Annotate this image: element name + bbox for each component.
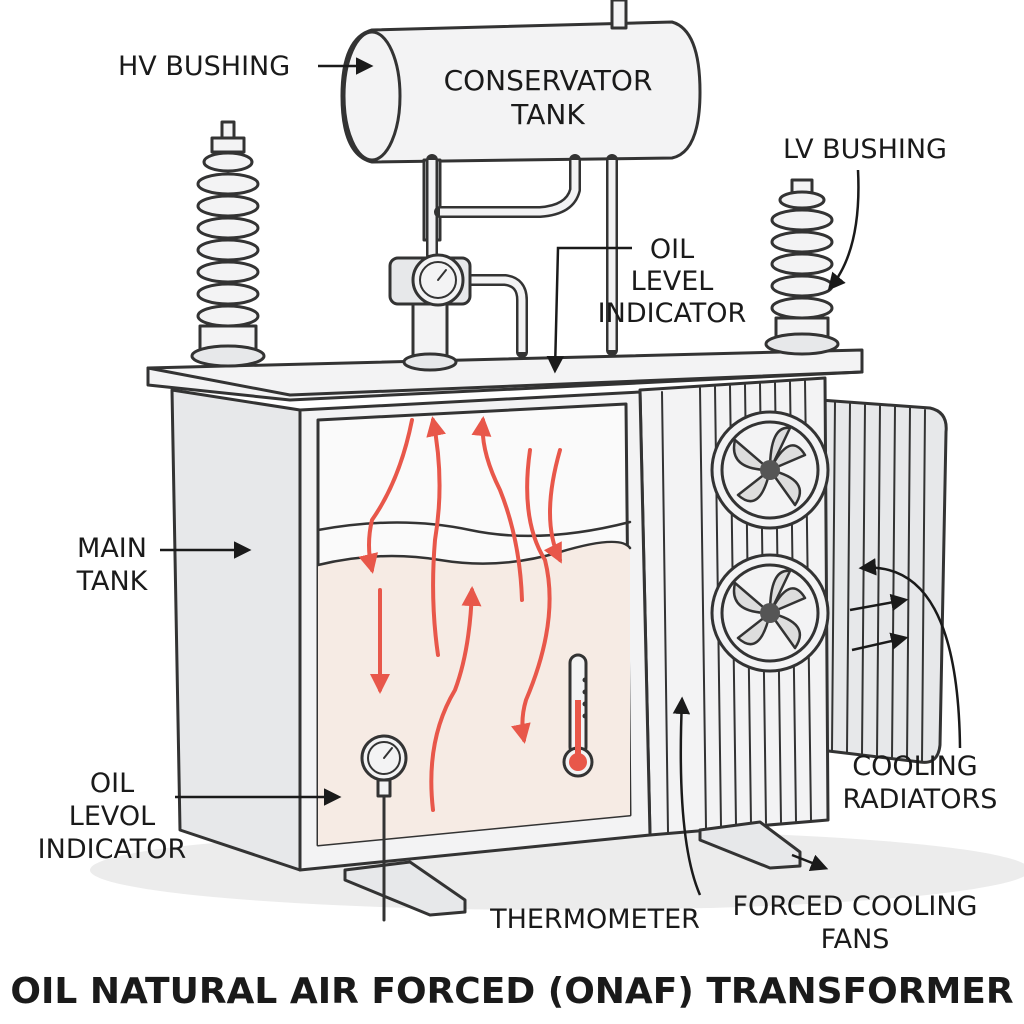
cooling-fan-upper — [710, 410, 830, 530]
label-thermometer: THERMOMETER — [489, 904, 700, 935]
hv-bushing — [190, 120, 266, 368]
label-conservator-line2: TANK — [510, 98, 585, 131]
label-fans-line1: FORCED COOLING — [733, 891, 978, 922]
label-oil-level-top-line2: LEVEL — [631, 266, 714, 297]
oil-flow-arrows — [358, 416, 562, 812]
label-cooling-line1: COOLING — [852, 751, 977, 782]
oil-flow-arrow — [429, 586, 482, 812]
cooling-radiators — [818, 398, 948, 764]
oil-flow-arrow — [471, 416, 524, 602]
oil-flow-arrow — [511, 448, 552, 744]
thermometer — [562, 653, 594, 778]
label-lv-bushing: LV BUSHING — [783, 134, 947, 165]
label-cooling-line2: RADIATORS — [843, 784, 998, 815]
buchholz-relay — [388, 253, 472, 307]
oil-flow-arrow — [426, 416, 446, 657]
label-oil-level-bottom-line3: INDICATOR — [38, 834, 187, 865]
tank-cover — [146, 348, 864, 402]
label-fans-line2: FANS — [821, 924, 890, 955]
lv-bushing — [764, 178, 840, 356]
label-oil-level-bottom-line1: OIL — [90, 768, 134, 799]
main-tank — [170, 388, 652, 872]
oil-level-gauge — [360, 734, 408, 922]
label-oil-level-top-line1: OIL — [650, 234, 694, 265]
pipework — [402, 154, 618, 372]
conservator-tank — [340, 0, 702, 164]
leader-lines — [160, 57, 962, 896]
label-hv-bushing: HV BUSHING — [118, 51, 290, 82]
label-oil-level-bottom-line2: LEVOL — [69, 801, 155, 832]
diagram-title: OIL NATURAL AIR FORCED (ONAF) TRANSFORME… — [10, 971, 1013, 1012]
label-main-tank-line2: TANK — [76, 566, 149, 597]
label-conservator-line1: CONSERVATOR — [444, 64, 653, 97]
oil-flow-arrow — [543, 448, 562, 564]
cooling-fan-lower — [710, 553, 830, 673]
oil-flow-arrow — [358, 418, 414, 574]
label-oil-level-top-line3: INDICATOR — [598, 298, 747, 329]
tank-feet — [343, 820, 802, 917]
label-main-tank-line1: MAIN — [77, 533, 147, 564]
